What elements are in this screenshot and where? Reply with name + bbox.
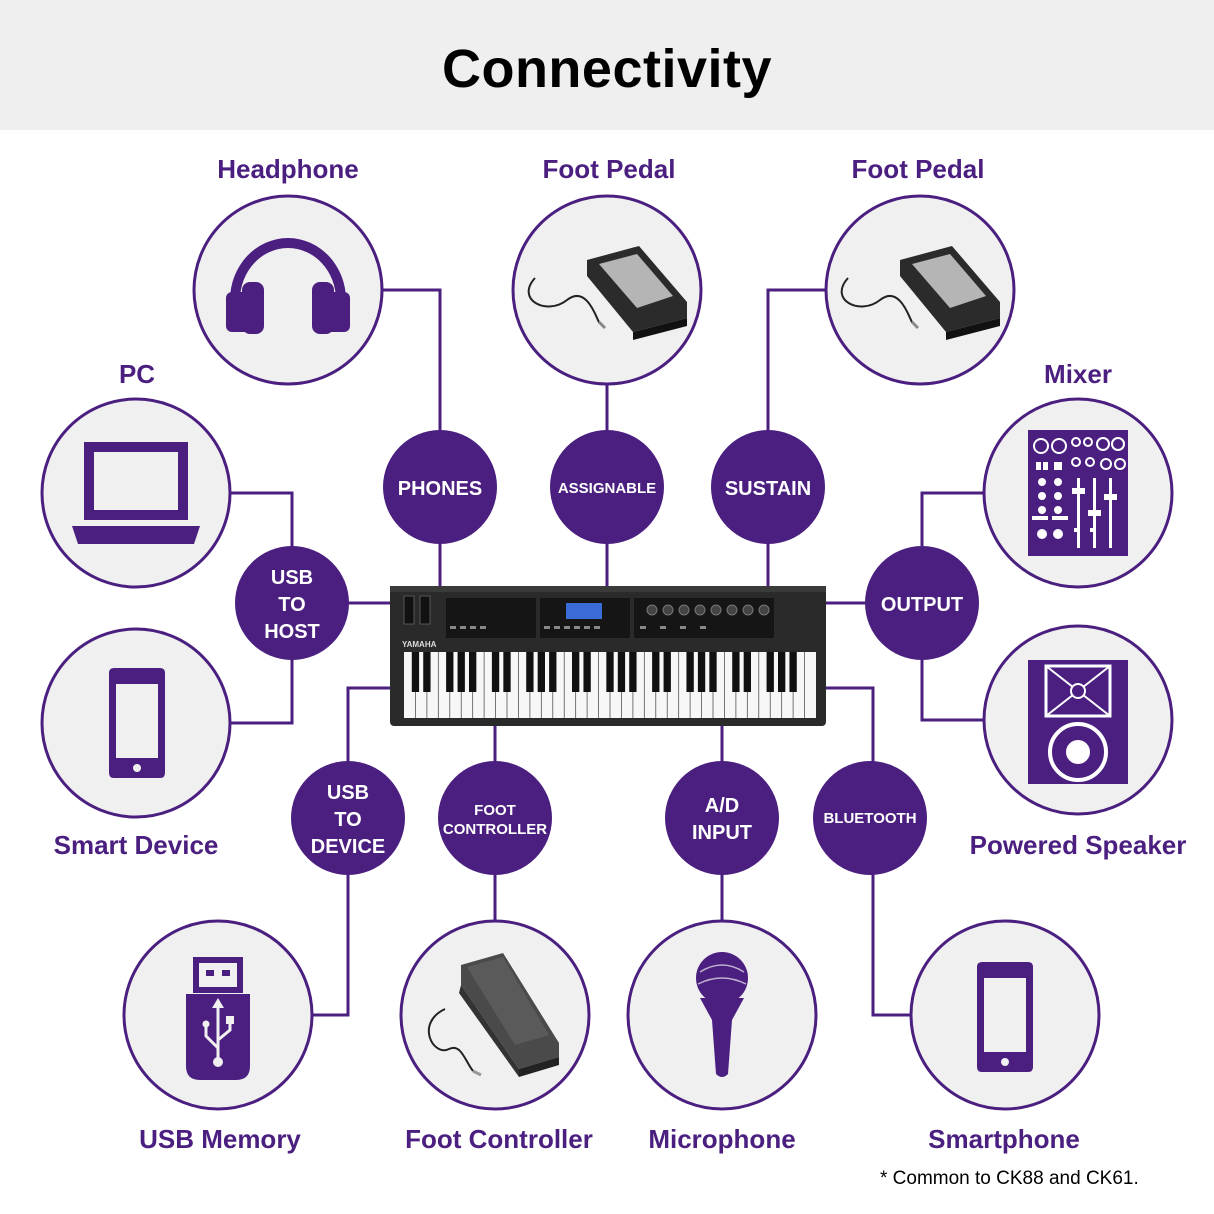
port-bluetooth xyxy=(813,761,927,875)
device-labels: Headphone Foot Pedal Foot Pedal PC Mixer… xyxy=(54,154,1187,1154)
port-label-ad-input-1: A/D xyxy=(705,795,739,817)
control-panel xyxy=(446,598,774,638)
port-phones xyxy=(383,430,497,544)
port-label-sustain: SUSTAIN xyxy=(725,478,811,500)
headphone-icon xyxy=(226,238,350,334)
black-key xyxy=(697,652,706,692)
port-label-usb-to-host-3: HOST xyxy=(264,621,320,643)
port-label-usb-to-host-1: USB xyxy=(271,567,313,589)
port-label-usb-to-device-1: USB xyxy=(327,782,369,804)
black-key xyxy=(778,652,786,692)
keyboard-brand: YAMAHA xyxy=(402,640,437,649)
mixer-icon xyxy=(1028,430,1128,556)
page-title: Connectivity xyxy=(441,39,773,99)
black-keys xyxy=(411,652,797,692)
black-key xyxy=(446,652,454,692)
label-mixer: Mixer xyxy=(1044,359,1112,389)
expression-pedal-icon xyxy=(427,953,559,1077)
circle-pc xyxy=(40,397,232,589)
circle-smart-device xyxy=(40,627,232,819)
black-key xyxy=(743,652,751,692)
black-key xyxy=(789,652,797,692)
black-key xyxy=(663,652,671,692)
port-label-assignable: ASSIGNABLE xyxy=(558,480,656,497)
port-label-phones: PHONES xyxy=(398,478,482,500)
black-key xyxy=(423,652,431,692)
port-label-bluetooth: BLUETOOTH xyxy=(823,810,916,827)
label-foot-controller: Foot Controller xyxy=(405,1124,593,1154)
port-label-foot-controller-2: CONTROLLER xyxy=(443,821,547,838)
black-key xyxy=(732,652,740,692)
port-labels: PHONES ASSIGNABLE SUSTAIN USB TO HOST OU… xyxy=(264,478,963,858)
label-foot-pedal-sustain: Foot Pedal xyxy=(852,154,985,184)
black-key xyxy=(583,652,591,692)
smartphone-icon xyxy=(109,668,165,778)
foot-pedal-icon xyxy=(840,246,1000,340)
port-ad-input xyxy=(665,761,779,875)
black-key xyxy=(411,652,420,692)
label-headphone: Headphone xyxy=(217,154,359,184)
foot-pedal-icon xyxy=(527,246,687,340)
black-key xyxy=(457,652,465,692)
port-label-output: OUTPUT xyxy=(881,594,963,616)
circle-headphone xyxy=(192,194,384,386)
black-key xyxy=(469,652,477,692)
header-bar: Connectivity xyxy=(0,0,1214,130)
knob-row xyxy=(646,604,770,616)
port-label-usb-to-host-2: TO xyxy=(278,594,305,616)
port-label-ad-input-2: INPUT xyxy=(692,822,752,844)
black-key xyxy=(606,652,614,692)
smartphone-icon xyxy=(977,962,1033,1072)
port-foot-controller xyxy=(438,761,552,875)
port-label-usb-to-device-2: TO xyxy=(334,809,361,831)
usb-memory-icon xyxy=(186,957,250,1080)
black-key xyxy=(491,652,500,692)
port-label-foot-controller-1: FOOT xyxy=(474,802,516,819)
black-key xyxy=(503,652,511,692)
label-usb-memory: USB Memory xyxy=(139,1124,301,1154)
black-key xyxy=(652,652,660,692)
port-usb-to-host xyxy=(235,546,349,660)
port-assignable xyxy=(550,430,664,544)
laptop-icon xyxy=(72,442,200,544)
label-pc: PC xyxy=(119,359,155,389)
label-microphone: Microphone xyxy=(648,1124,795,1154)
label-powered-speaker: Powered Speaker xyxy=(970,830,1187,860)
black-key xyxy=(572,652,580,692)
microphone-icon xyxy=(696,952,748,1077)
port-label-usb-to-device-3: DEVICE xyxy=(311,836,385,858)
speaker-icon xyxy=(1028,660,1128,784)
port-sustain xyxy=(711,430,825,544)
footnote: * Common to CK88 and CK61. xyxy=(880,1168,1139,1189)
black-key xyxy=(526,652,534,692)
circle-smartphone xyxy=(909,919,1101,1111)
stage-keyboard-icon: YAMAHA xyxy=(390,586,826,726)
black-key xyxy=(766,652,774,692)
black-key xyxy=(709,652,717,692)
black-key xyxy=(629,652,637,692)
label-smart-device: Smart Device xyxy=(54,830,219,860)
port-output xyxy=(865,546,979,660)
black-key xyxy=(617,652,626,692)
label-smartphone: Smartphone xyxy=(928,1124,1080,1154)
label-foot-pedal-assignable: Foot Pedal xyxy=(543,154,676,184)
port-circles xyxy=(235,430,979,875)
black-key xyxy=(549,652,557,692)
button-row xyxy=(450,626,706,629)
port-usb-to-device xyxy=(291,761,405,875)
black-key xyxy=(686,652,694,692)
black-key xyxy=(537,652,545,692)
